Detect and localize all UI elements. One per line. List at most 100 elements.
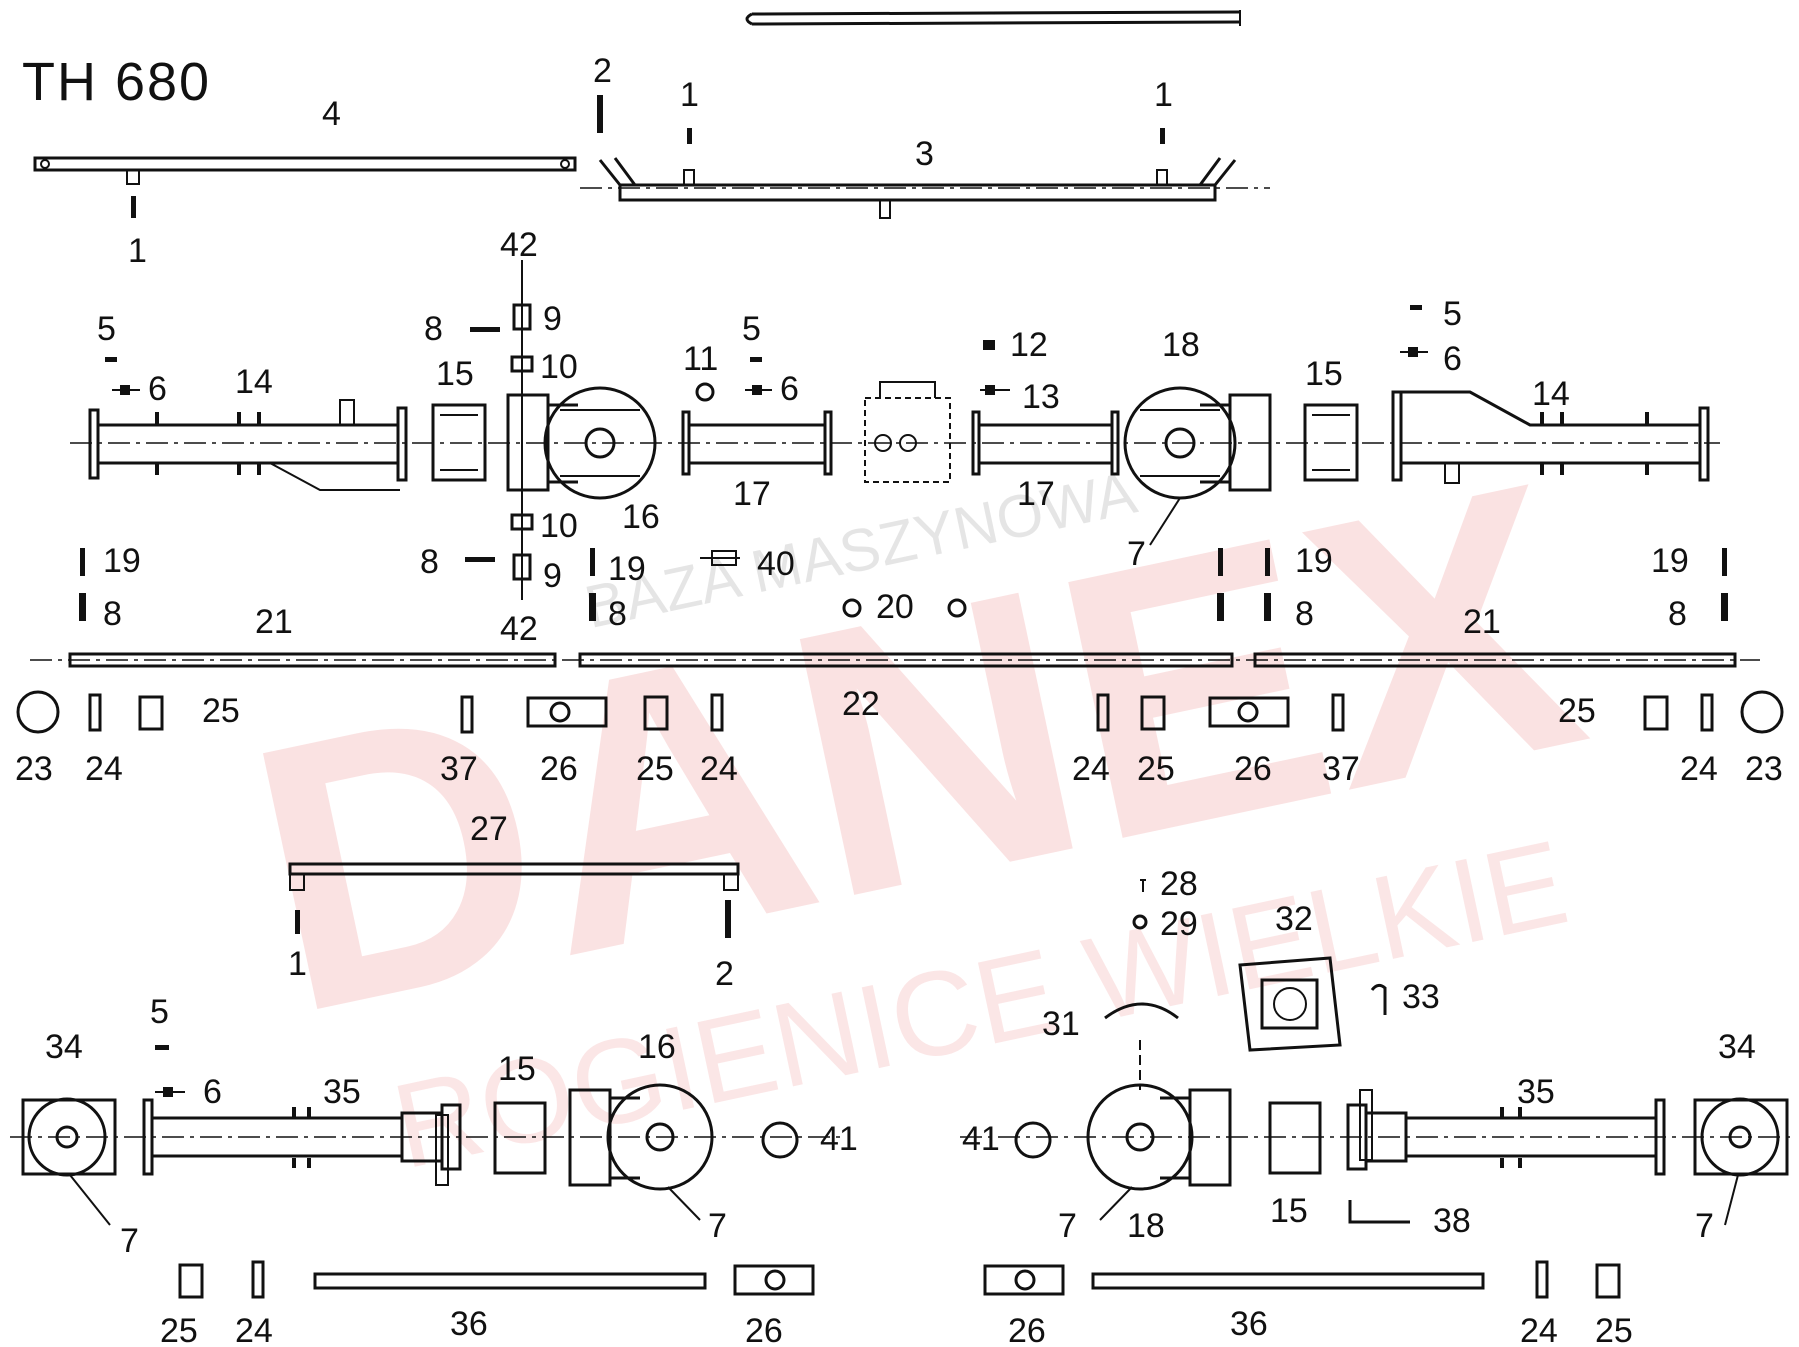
- part-14-right: [1391, 305, 1710, 484]
- callout-37: 37: [440, 750, 478, 788]
- callout-2: 2: [715, 955, 734, 993]
- callout-26: 26: [745, 1312, 783, 1347]
- callout-24: 24: [235, 1312, 273, 1347]
- callout-1: 1: [680, 76, 699, 114]
- part-15-bottom-right: [1268, 1101, 1322, 1175]
- callout-7: 7: [1695, 1207, 1714, 1245]
- callout-27: 27: [470, 810, 508, 848]
- callout-21: 21: [1463, 603, 1501, 641]
- watermark: DANEX ROGIENICE WIELKIE BAZA MASZYNOWA: [221, 401, 1612, 1194]
- callout-15: 15: [1305, 355, 1343, 393]
- callout-23: 23: [15, 750, 53, 788]
- callout-6: 6: [780, 370, 799, 408]
- part-3-frame: [580, 95, 1270, 219]
- callout-5: 5: [1443, 295, 1462, 333]
- part-15-bottom-left: [493, 1101, 547, 1175]
- callout-1: 1: [128, 232, 147, 270]
- callout-16: 16: [638, 1028, 676, 1066]
- callout-14: 14: [1532, 375, 1570, 413]
- part-16-yoke: [506, 386, 657, 500]
- callout-18: 18: [1162, 326, 1200, 364]
- callout-31: 31: [1042, 1005, 1080, 1043]
- callout-24: 24: [85, 750, 123, 788]
- callout-26: 26: [1234, 750, 1272, 788]
- top-rod: [745, 10, 1241, 26]
- callout-29: 29: [1160, 905, 1198, 943]
- callout-32: 32: [1275, 900, 1313, 938]
- callout-36: 36: [1230, 1305, 1268, 1343]
- callout-9: 9: [543, 557, 562, 595]
- callout-3: 3: [915, 135, 934, 173]
- part-16-bottom: [568, 1083, 714, 1221]
- part-35-right: [1346, 1089, 1666, 1176]
- callout-41: 41: [820, 1120, 858, 1158]
- callout-labels: 4 1 2 1 1 3 42 9 8 10 5 6 14 15 11 5 6 1…: [15, 52, 1783, 1347]
- callout-24: 24: [1072, 750, 1110, 788]
- callout-8: 8: [424, 310, 443, 348]
- callout-14: 14: [235, 363, 273, 401]
- diagram-title: TH 680: [22, 52, 211, 112]
- callout-10: 10: [540, 507, 578, 545]
- callout-40: 40: [757, 545, 795, 583]
- callout-4: 4: [322, 95, 341, 133]
- part-9-10-stack: [465, 260, 534, 600]
- callout-19: 19: [1651, 542, 1689, 580]
- callout-1: 1: [288, 945, 307, 983]
- part-27-bar: [288, 862, 740, 938]
- callout-19: 19: [608, 550, 646, 588]
- callout-41: 41: [962, 1120, 1000, 1158]
- pins-19-8: [79, 548, 1728, 621]
- callout-15: 15: [436, 355, 474, 393]
- callout-7: 7: [1127, 535, 1146, 573]
- callout-9: 9: [543, 300, 562, 338]
- callout-33: 33: [1402, 978, 1440, 1016]
- joint-row: [16, 690, 1784, 734]
- callout-35: 35: [1517, 1073, 1555, 1111]
- callout-16: 16: [622, 498, 660, 536]
- callout-8: 8: [103, 595, 122, 633]
- callout-22: 22: [842, 685, 880, 723]
- part-4-bar: [33, 156, 577, 218]
- callout-1: 1: [1154, 76, 1173, 114]
- callout-15: 15: [498, 1050, 536, 1088]
- callout-24: 24: [700, 750, 738, 788]
- callout-37: 37: [1322, 750, 1360, 788]
- callout-35: 35: [323, 1073, 361, 1111]
- part-35-left: [142, 1045, 462, 1186]
- callout-24: 24: [1680, 750, 1718, 788]
- callout-6: 6: [148, 370, 167, 408]
- callout-34: 34: [45, 1028, 83, 1066]
- part-15-right: [1303, 403, 1359, 482]
- callout-25: 25: [202, 692, 240, 730]
- callout-5: 5: [742, 310, 761, 348]
- callout-13: 13: [1022, 378, 1060, 416]
- callout-8: 8: [1295, 595, 1314, 633]
- callout-6: 6: [203, 1073, 222, 1111]
- callout-25: 25: [1137, 750, 1175, 788]
- part-34-left: [21, 1097, 117, 1226]
- center-box: [864, 381, 951, 483]
- callout-17: 17: [733, 475, 771, 513]
- callout-11: 11: [683, 340, 718, 378]
- callout-25: 25: [1595, 1312, 1633, 1347]
- callout-34: 34: [1718, 1028, 1756, 1066]
- callout-5: 5: [97, 310, 116, 348]
- callout-18: 18: [1127, 1207, 1165, 1245]
- callout-12: 12: [1010, 326, 1048, 364]
- callout-7: 7: [120, 1222, 139, 1260]
- callout-26: 26: [1008, 1312, 1046, 1347]
- callout-23: 23: [1745, 750, 1783, 788]
- callout-21: 21: [255, 603, 293, 641]
- callout-6: 6: [1443, 340, 1462, 378]
- callout-38: 38: [1433, 1202, 1471, 1240]
- callout-42: 42: [500, 226, 538, 264]
- shaft-row: [30, 652, 1760, 668]
- callout-8: 8: [608, 595, 627, 633]
- callout-7: 7: [708, 1207, 727, 1245]
- callout-10: 10: [540, 348, 578, 386]
- callout-17: 17: [1017, 475, 1055, 513]
- callout-24: 24: [1520, 1312, 1558, 1347]
- callout-28: 28: [1160, 865, 1198, 903]
- part-14-left: [88, 357, 408, 491]
